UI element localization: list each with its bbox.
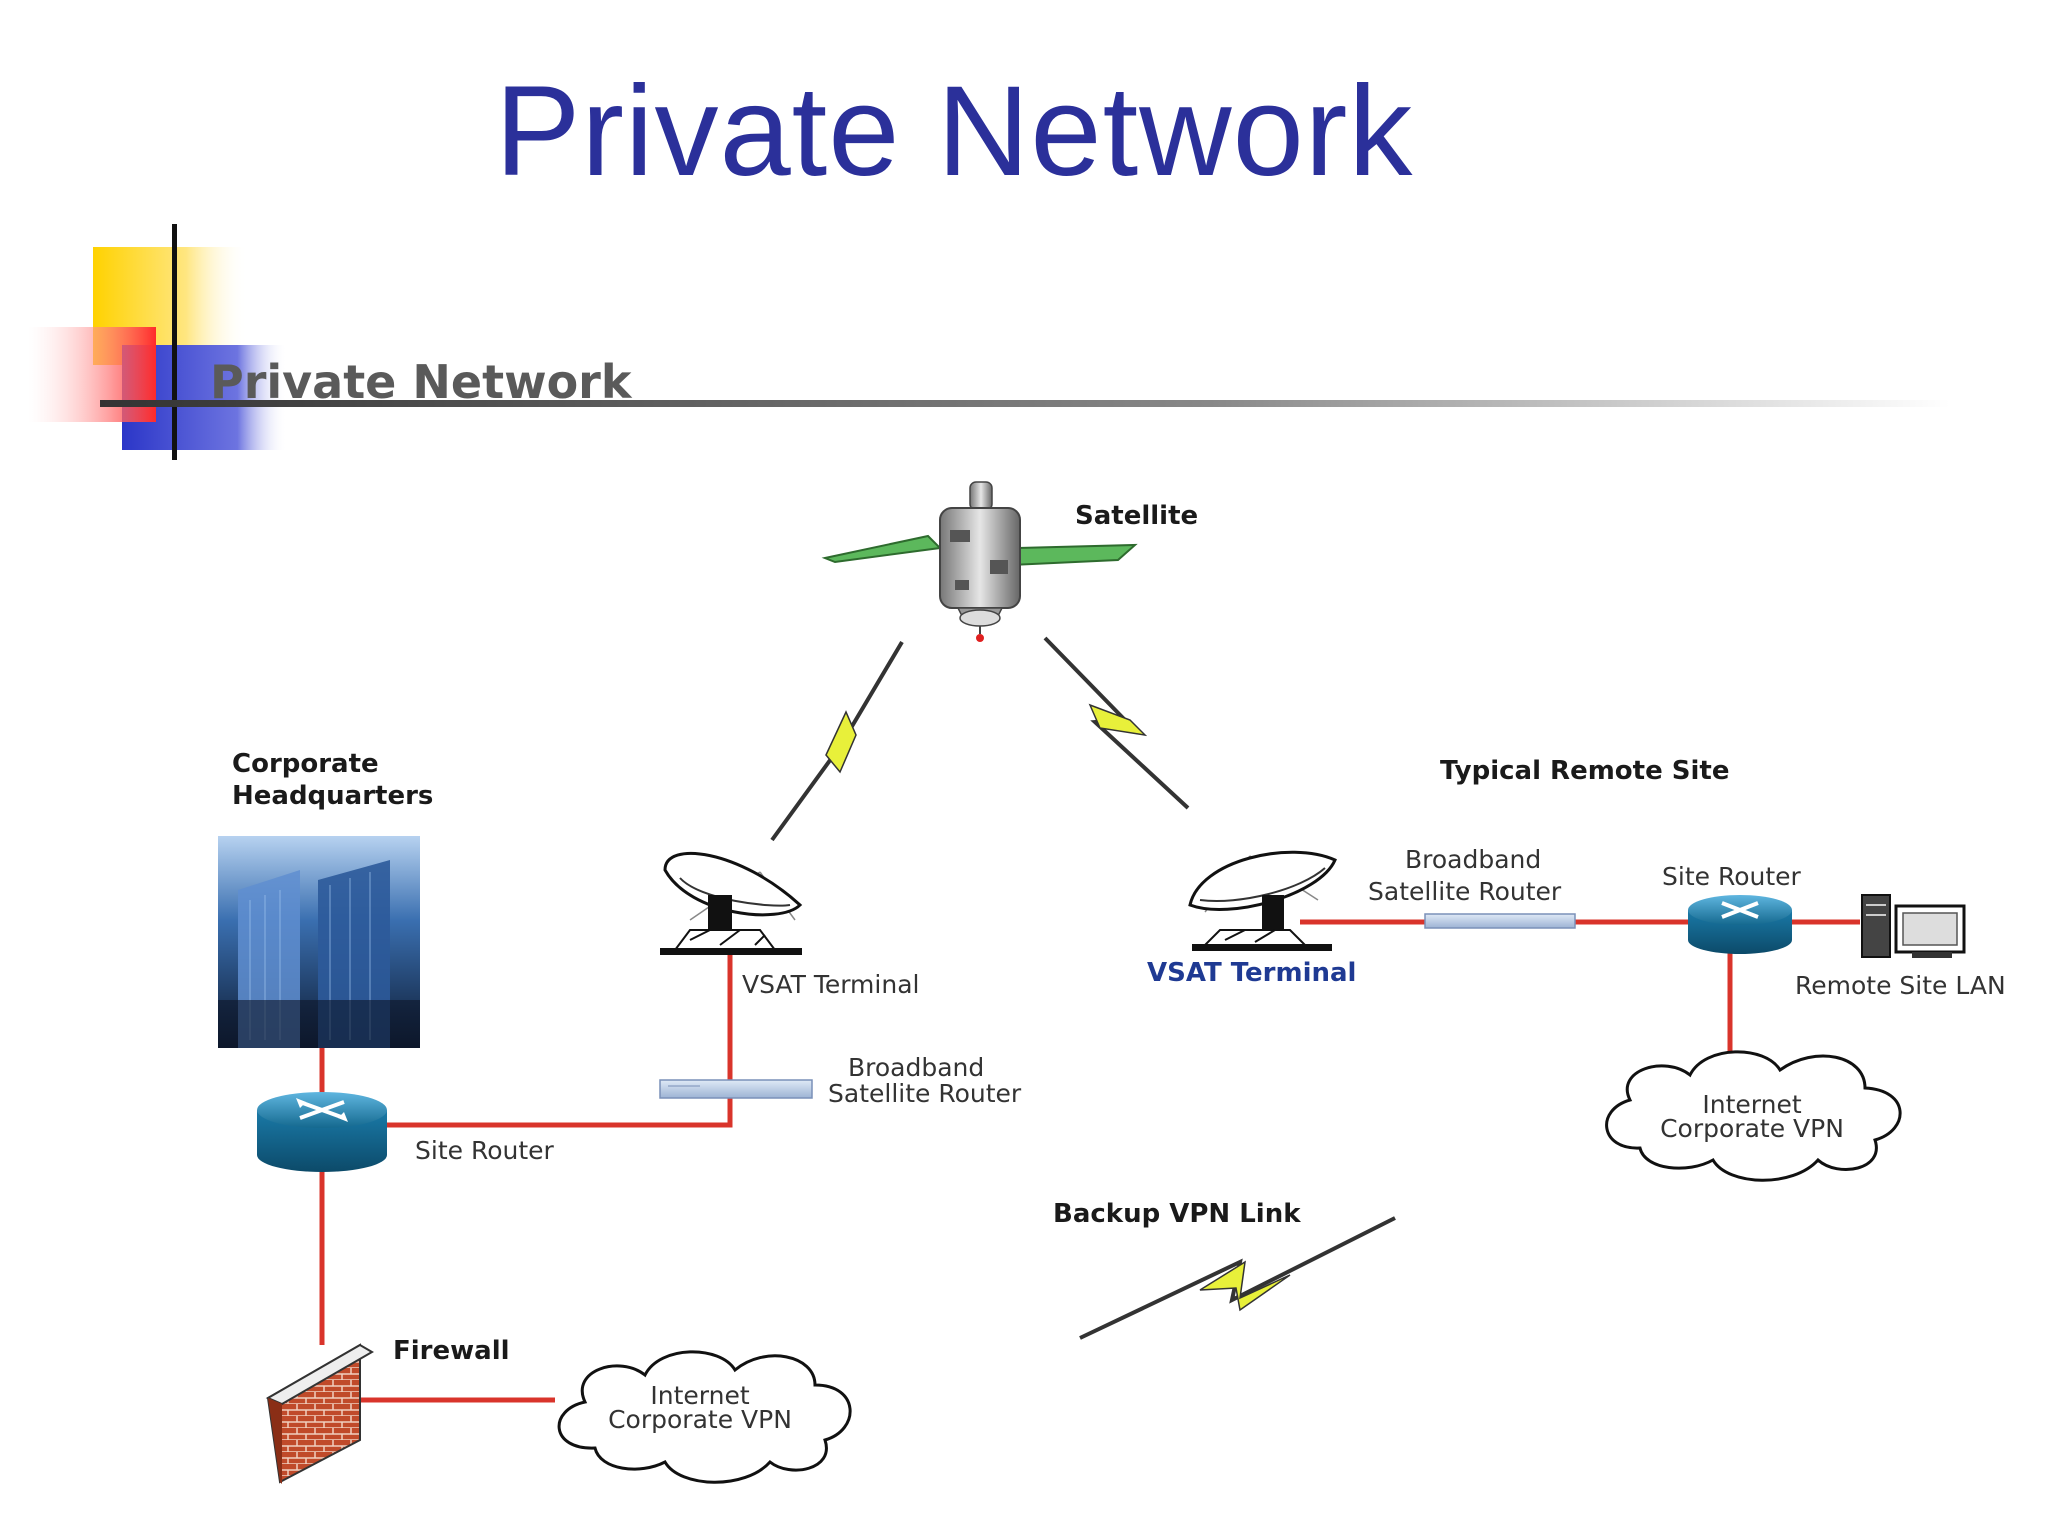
corporate-hq-label-line1: Corporate	[232, 749, 379, 779]
internet-cloud-right-icon	[1605, 1050, 1902, 1182]
banner-vertical-rule	[172, 224, 177, 460]
typical-remote-site-label: Typical Remote Site	[1440, 756, 1729, 786]
broadband-router-left-icon	[659, 1079, 813, 1099]
site-router-right-label: Site Router	[1662, 862, 1802, 891]
banner-red-square	[28, 327, 156, 422]
backup-vpn-link-label: Backup VPN Link	[1053, 1199, 1301, 1229]
internet-vpn-left-line1: Internet	[650, 1381, 749, 1410]
banner-title: Private Network	[210, 355, 633, 409]
internet-vpn-left-line2: Corporate VPN	[608, 1405, 792, 1434]
wireless-link-left	[770, 640, 904, 842]
corporate-hq-image	[218, 836, 420, 1048]
remote-site-lan-label: Remote Site LAN	[1795, 971, 2006, 1000]
broadband-router-right-icon	[1424, 913, 1576, 929]
vsat-terminal-left-label: VSAT Terminal	[742, 970, 919, 999]
vsat-dish-left-icon	[660, 851, 803, 955]
corporate-hq-label-line2: Headquarters	[232, 781, 433, 811]
bb-router-left-line2: Satellite Router	[828, 1079, 1022, 1108]
firewall-label: Firewall	[393, 1336, 510, 1366]
bb-router-right-line1: Broadband	[1405, 845, 1541, 874]
wireless-link-right	[1043, 636, 1190, 810]
internet-cloud-left-icon	[557, 1350, 852, 1484]
link-router-to-vsat	[380, 950, 733, 1128]
internet-vpn-right-line2: Corporate VPN	[1660, 1114, 1844, 1143]
vsat-dish-right-icon	[1188, 850, 1337, 951]
vsat-terminal-right-label: VSAT Terminal	[1147, 958, 1356, 988]
internet-vpn-right-line1: Internet	[1702, 1090, 1801, 1119]
site-router-left-icon	[257, 1092, 387, 1172]
bb-router-left-line1: Broadband	[848, 1053, 984, 1082]
bb-router-right-line2: Satellite Router	[1368, 877, 1562, 906]
remote-site-lan-icon	[1861, 894, 1966, 958]
site-router-right-icon	[1688, 895, 1792, 954]
firewall-icon	[265, 1343, 374, 1484]
satellite-icon	[821, 481, 1138, 642]
backup-vpn-link-bolt	[1079, 1216, 1396, 1340]
site-router-left-label: Site Router	[415, 1136, 555, 1165]
slide-title: Private Network	[495, 60, 1414, 203]
satellite-label: Satellite	[1075, 501, 1198, 531]
banner-horizontal-rule	[100, 400, 1950, 407]
banner-decoration: Private Network	[28, 224, 1950, 460]
